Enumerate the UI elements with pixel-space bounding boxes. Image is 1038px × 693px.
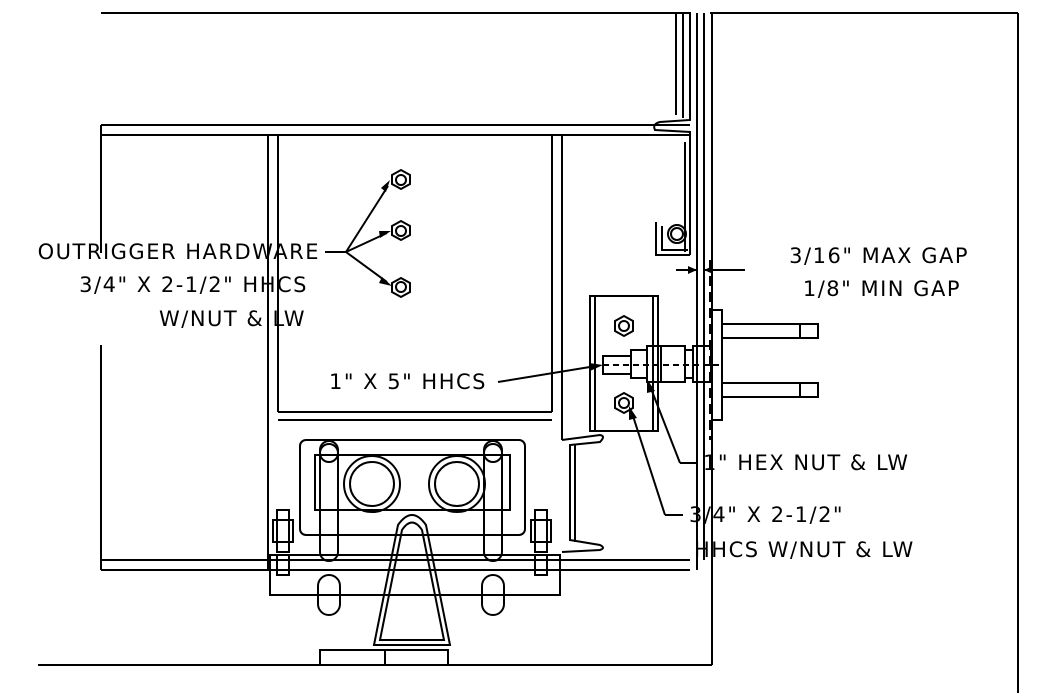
clip-bolt-label-line1: 3/4" X 2-1/2" [689, 503, 844, 527]
gap-dimension [676, 266, 745, 274]
lower-channel [561, 433, 604, 553]
main-bolt-assembly [602, 345, 720, 383]
hex-nut-label: 1" HEX NUT & LW [703, 451, 910, 475]
outrigger-frame [100, 124, 690, 571]
outrigger-label-line2: 3/4" X 2-1/2" HHCS [79, 273, 308, 297]
base-pedestal [319, 514, 452, 666]
side-bolts [272, 509, 552, 576]
outrigger-label-line1: OUTRIGGER HARDWARE [38, 240, 320, 264]
hex-bolt-bottom [391, 276, 411, 299]
leader-outrigger [325, 180, 392, 286]
leader-main-bolt [497, 363, 603, 383]
bumper [655, 222, 690, 256]
outrigger-label-line3: W/NUT & LW [159, 307, 306, 331]
max-gap-label: 3/16" MAX GAP [789, 244, 969, 268]
hex-bolt-middle [391, 219, 411, 242]
outrigger-bolts [391, 168, 411, 299]
main-bolt-label: 1" X 5" HHCS [329, 370, 487, 394]
roller-guide [269, 439, 561, 616]
clip-bolt-label-line2: HHCS W/NUT & LW [694, 538, 915, 562]
column-wall [696, 13, 711, 570]
guide-rail [711, 309, 819, 421]
sheet-border [38, 12, 1019, 693]
min-gap-label: 1/8" MIN GAP [803, 277, 961, 301]
leader-hex-nut [647, 379, 697, 464]
clip-bolt-upper [614, 314, 634, 338]
hex-bolt-top [391, 168, 411, 191]
clip-bolt-lower [614, 391, 634, 415]
leader-clip-bolt [629, 406, 683, 516]
